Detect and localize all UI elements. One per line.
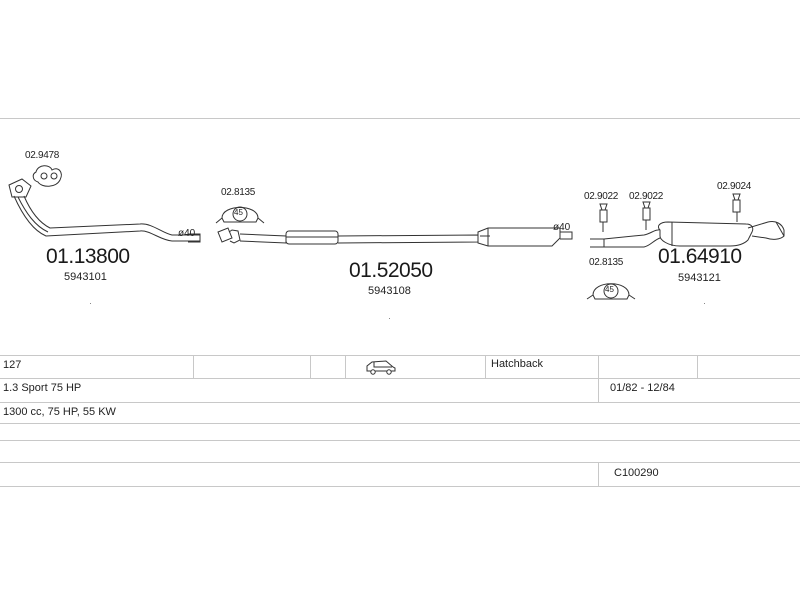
table-col-divider [193, 355, 194, 378]
oem-number-downpipe: 5943101 [64, 271, 107, 283]
reference-dot [90, 303, 91, 304]
clamp-drawing-upper [215, 206, 265, 224]
gasket-drawing [32, 165, 62, 187]
table-top-border [0, 355, 800, 356]
reference-dot [704, 303, 705, 304]
table-col-divider [310, 355, 311, 378]
part-number-downpipe: 01.13800 [46, 245, 130, 268]
hanger-drawing-3 [732, 193, 741, 222]
accessory-label-hanger-1: 02.9022 [584, 191, 619, 202]
table-bottom-border [0, 486, 800, 487]
accessory-label-hanger-2: 02.9022 [629, 191, 664, 202]
part-number-middle: 01.52050 [349, 259, 433, 282]
table-row-divider [0, 378, 800, 379]
top-border [0, 118, 800, 119]
oem-number-rear: 5943121 [678, 272, 721, 284]
vehicle-body-type: Hatchback [491, 358, 543, 370]
downpipe-part-drawing [8, 178, 201, 243]
table-row-divider [0, 402, 800, 403]
table-row-divider [0, 423, 800, 424]
table-col-divider [598, 462, 599, 486]
oem-number-middle: 5943108 [368, 285, 411, 297]
reference-dot [389, 318, 390, 319]
clamp-drawing-lower [586, 283, 636, 300]
clamp-size-mark: 45 [234, 208, 243, 217]
hanger-drawing-1 [599, 203, 608, 232]
middle-part-drawing [217, 227, 573, 247]
accessory-label-clamp-upper: 02.8135 [221, 187, 256, 198]
vehicle-engine: 1300 cc, 75 HP, 55 KW [3, 406, 116, 418]
table-col-divider [598, 378, 599, 402]
accessory-label-hanger-3: 02.9024 [717, 181, 752, 192]
vehicle-period: 01/82 - 12/84 [610, 382, 675, 394]
rear-part-drawing [590, 221, 785, 248]
part-number-rear: 01.64910 [658, 245, 742, 268]
table-col-divider [485, 355, 486, 378]
vehicle-model: 127 [3, 359, 22, 371]
hatchback-car-icon [366, 360, 396, 375]
table-col-divider [598, 355, 599, 378]
accessory-label-clamp-lower: 02.8135 [589, 257, 624, 268]
diameter-label-front: ø40 [178, 228, 196, 239]
diameter-label-mid: ø40 [553, 222, 571, 233]
table-col-divider [345, 355, 346, 378]
vehicle-code: C100290 [614, 467, 659, 479]
table-col-divider [697, 355, 698, 378]
table-row-divider [0, 462, 800, 463]
vehicle-variant: 1.3 Sport 75 HP [3, 382, 82, 394]
accessory-label-gasket: 02.9478 [25, 150, 60, 161]
table-row-divider [0, 440, 800, 441]
hanger-drawing-2 [642, 201, 651, 230]
clamp-size-mark: 45 [605, 285, 614, 294]
